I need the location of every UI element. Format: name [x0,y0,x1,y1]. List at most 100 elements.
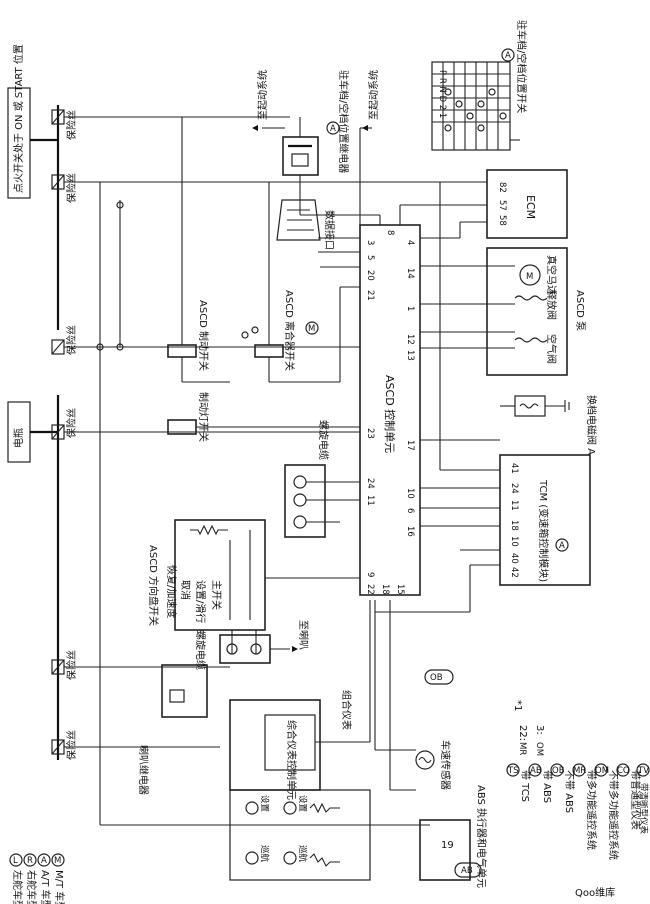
connector-1 [116,201,124,209]
arrow-start-1 [252,125,258,131]
to-horn-label: 至喇叭 [297,620,309,650]
tcm-pin-42: 42 [509,567,519,578]
cu-pin-23: 23 [365,428,375,439]
steering-switch-label: ASCD 方向盘开关 [147,545,160,626]
arrow-horn [292,646,298,652]
legend-tag-ts-text: TS [507,766,519,776]
legend-mr: 带多功能遥控系统 [585,770,598,850]
connector-3 [116,343,124,351]
legend-tag-mr [572,763,586,777]
legend-om: 不带多功能遥控系统 [607,770,620,860]
spiral-cable-label: 螺旋电缆 [317,420,330,460]
lamp-set-2 [283,801,297,815]
fuse-label-4: 保险丝 [65,408,78,438]
ignition-label: 点火开关处于 ON 或 START 位置 [12,44,25,193]
cu-pin-22: 22 [365,584,375,595]
legend-tag-co-text: CO [617,766,630,776]
tcm-mark-circle [555,538,569,552]
connector-2 [96,343,104,351]
cu-pin-5: 5 [365,255,375,260]
legend-tag-a [37,853,51,867]
horn-relay-coil [169,689,185,703]
legend-tag-mr-text: MR [573,766,586,776]
lamp-cruise-2 [283,851,297,865]
legend-tag-ab-text: AB [530,766,542,776]
arrow-start-2 [362,125,368,131]
motor-m: M [526,272,533,282]
fuse-5: 保险丝 [51,650,78,680]
legend-n3: 3: [534,725,545,735]
shift-solenoid-box [514,395,546,417]
legend-om-tag: OM [534,742,544,756]
spiral-cable-label-2: 螺旋电缆 [194,630,207,670]
abs-mark-tag [454,862,482,878]
tcm-pin-40: 40 [509,553,519,564]
tcm-pin-18: 18 [509,520,519,531]
release-valve-coil [514,295,548,301]
relay-coil [291,153,309,167]
tcm-mark: A [559,541,565,551]
switch-mark: A [505,51,511,61]
tcm-pin-10: 10 [509,536,519,547]
legend-at: A/T 车型 [39,870,52,904]
lamp-set-1-label: 设置 [259,795,270,813]
relay-mark: A [330,124,336,134]
ignition-box [7,87,31,199]
abs-mark: AB [461,866,473,876]
watermark: Qoo维库 [575,886,615,899]
connector-4 [251,326,259,334]
cu-pin-6: 6 [405,508,415,513]
legend-mt: M/T 车型 [53,870,66,904]
legend-ob: 不带 ABS [563,770,575,813]
legend-mr-tag: MR [517,742,527,755]
park-position-switch [431,61,511,151]
speed-sensor-wave [418,756,432,764]
meter-mark-tag [424,669,454,685]
legend-tag-om-text: OM [595,766,609,776]
combination-meter-box [229,699,321,791]
legend-tag-ob [550,763,564,777]
legend-tag-r-text: R [27,856,33,866]
control-unit-label: ASCD 控制单元 [383,375,397,453]
cu-pin-9: 9 [365,572,375,577]
lamp-set-1 [245,801,259,815]
cu-pin-18: 18 [380,584,390,595]
data-link-label: 数据接口 [323,210,336,250]
meter-ctrl-label: 综合仪表控制单元 [285,720,298,800]
abs-unit-label: ABS 执行器和电气单元 [475,785,488,888]
legend-tag-ab [528,763,542,777]
legend-tv: 带清晰型仪表 [638,783,649,835]
ecm-label: ECM [524,195,537,219]
ascd-pump-box [486,247,568,376]
vacuum-motor-label: 真空马达 [545,255,558,295]
tcm-pin-41: 41 [509,463,519,474]
air-valve-label: 空气阀 [545,334,558,364]
cu-pin-20: 20 [365,270,375,281]
legend-star1: *1 [512,700,523,711]
horn-relay [161,664,208,718]
brake-lamp-label: 制动灯开关 [197,392,210,442]
legend-tag-ob-text: OB [552,766,565,776]
park-header: P R N D 2 1 [437,70,447,118]
battery-label: 电瓶 [12,428,25,448]
tcm-label: TCM (变速箱控制模块) [537,479,550,582]
fuse-label-3: 保险丝 [65,325,78,355]
legend-tag-l [9,853,23,867]
ascd-brake-label: ASCD 制动开关 [197,300,210,371]
set-label: 设置/滑行 [194,580,207,623]
data-link-connector [276,199,321,241]
cancel-label: 取消 [179,580,192,600]
cu-pin-8: 8 [385,230,395,235]
park-relay-label: 驻车档/空档位置继电器 [337,70,350,173]
legend-co: 带普通型仪表 [629,770,642,830]
release-valve-label: 释放阀 [545,290,558,320]
abs-unit-box [419,819,471,881]
tcm-box [499,454,591,586]
cu-pin-1: 1 [405,306,415,311]
to-start-label-2: 至起动系统 [367,70,380,120]
fuse-3: 保险丝 [51,325,78,355]
spiral-coil-1 [293,475,307,489]
shift-solenoid-label: 换档电磁阀 A [585,395,598,455]
